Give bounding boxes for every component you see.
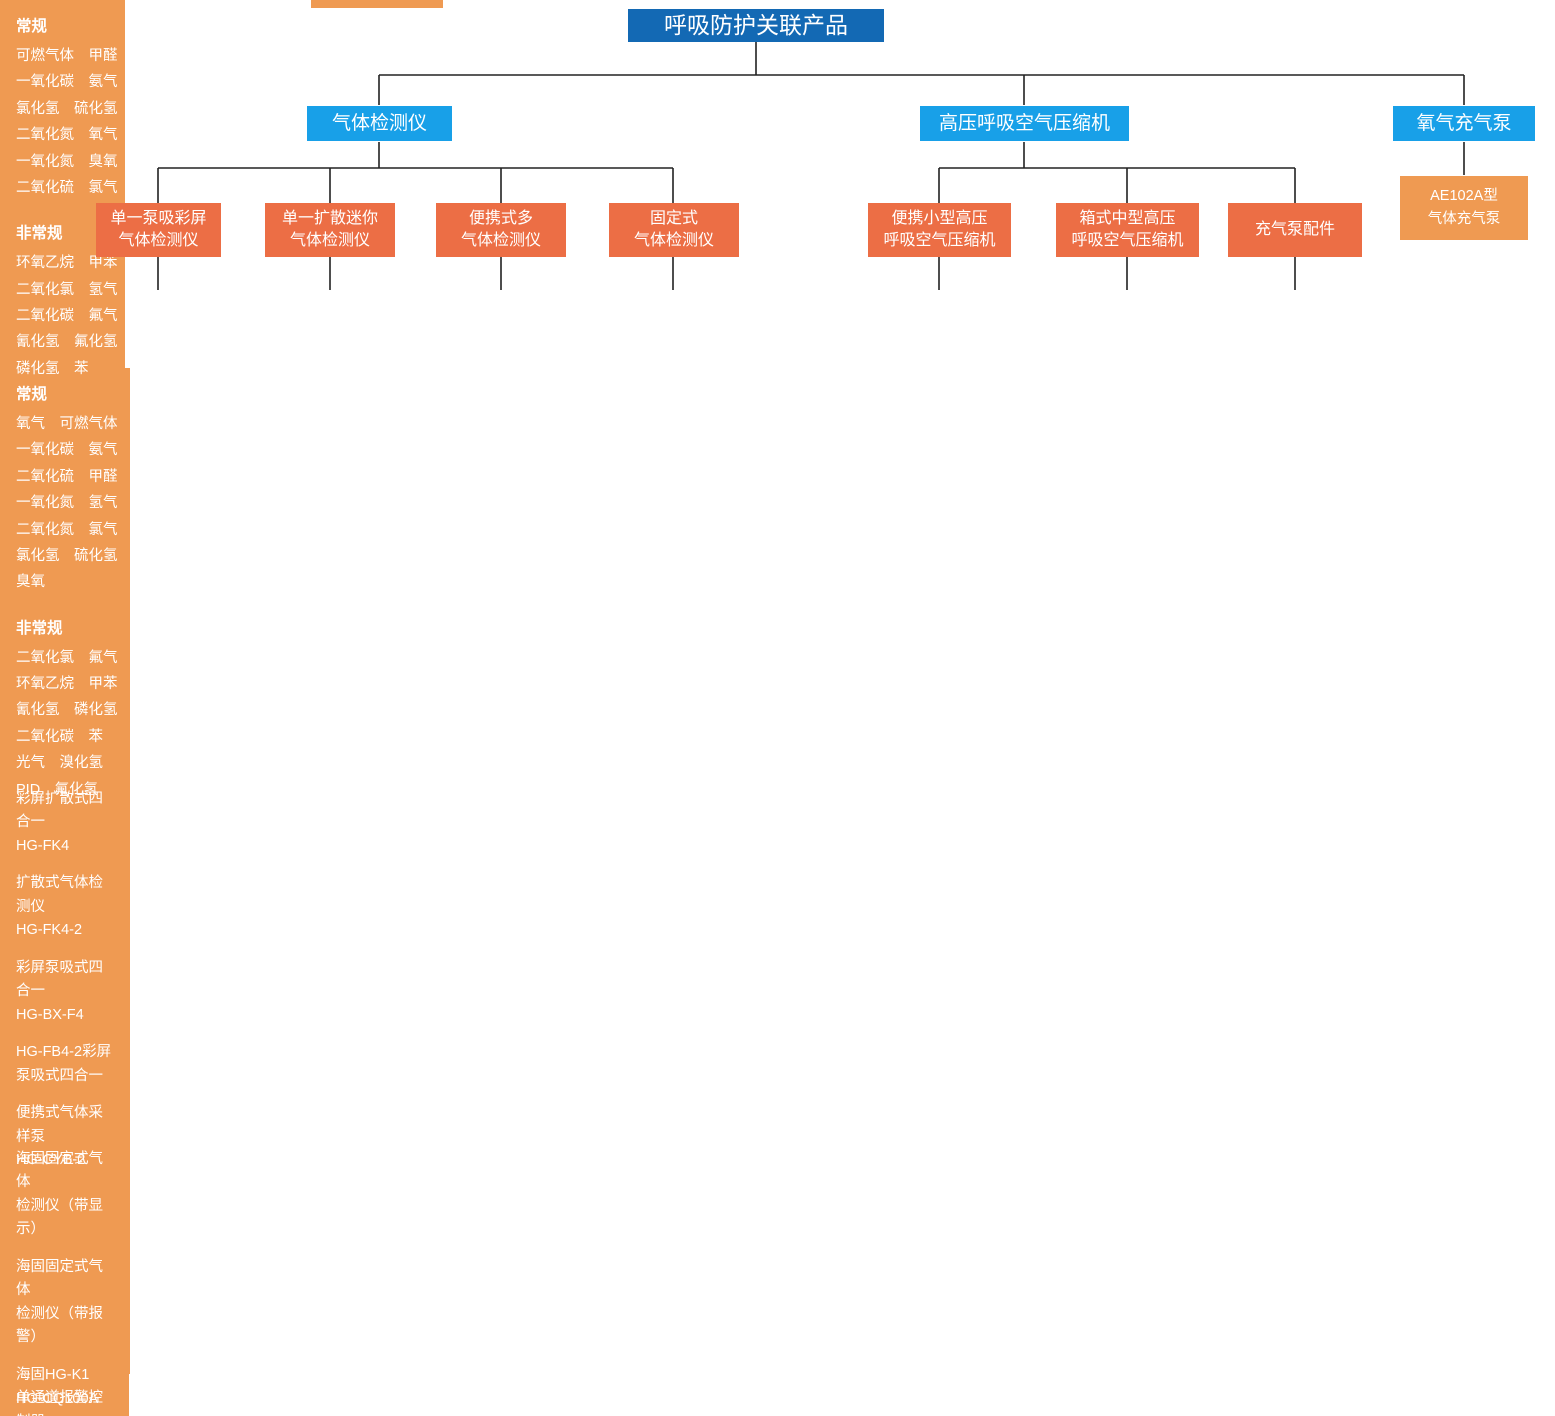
group-header: 非常规 — [16, 225, 63, 243]
spacer — [16, 600, 114, 616]
leaf-line: 彩屏泵吸式四合一 — [16, 959, 103, 1000]
category-label-pump-accessories: 充气泵配件 — [1254, 221, 1335, 239]
group-row: 二氧化氮 氧气 — [16, 127, 118, 144]
connector-lines — [157, 42, 1465, 290]
leaf-line: AE102A型 — [1430, 187, 1498, 204]
group-row: 二氧化氯 氟气 — [16, 649, 118, 666]
group-row: 一氧化碳 氨气 — [16, 442, 118, 459]
category-label-single-diffusion-mini: 单一扩散迷你 气体检测仪 — [281, 210, 378, 249]
category-node-single-pump-color-screen[interactable]: 单一泵吸彩屏 气体检测仪 — [96, 203, 221, 257]
leaf-block: 彩屏泵吸式四合一 HG-BX-F4 — [16, 957, 114, 1027]
category-node-box-medium-compressor[interactable]: 箱式中型高压 呼吸空气压缩机 — [1056, 203, 1199, 257]
group-row: 环氧乙烷 甲苯 — [16, 676, 118, 692]
branch-label-gas-detector: 气体检测仪 — [331, 112, 427, 134]
root-node-label: 呼吸防护关联产品 — [664, 11, 848, 38]
leaf-group-irregular: 非常规 二氧化氯 氟气 环氧乙烷 甲苯 氰化氢 磷化氢 二氧化碳 苯 光气 溴化… — [16, 616, 118, 803]
group-header: 非常规 — [16, 619, 63, 637]
group-row: 二氧化碳 苯 — [16, 728, 103, 745]
group-row: 氧气 可燃气体 — [16, 416, 118, 432]
group-row: 一氧化氮 臭氧 — [16, 153, 118, 170]
leaf-block: 彩屏扩散式四合一 HG-FK4 — [16, 788, 114, 858]
leaf-block: 海固固定式气体 检测仪（带显示） — [16, 1148, 114, 1242]
group-row: 二氧化硫 氯气 — [16, 179, 118, 196]
leaf-line: HG-CQ100B — [16, 1411, 113, 1416]
leaf-line: HG-FB4-2彩屏 — [16, 1044, 112, 1061]
category-label-portable-small-compressor: 便携小型高压 呼吸空气压缩机 — [883, 210, 996, 249]
group-header: 常规 — [16, 386, 48, 403]
branch-label-air-compressor: 高压呼吸空气压缩机 — [938, 112, 1110, 134]
group-row: 氰化氢 磷化氢 — [16, 702, 118, 719]
leaf-single-diffusion-mini[interactable]: 常规 氧气 可燃气体 一氧化碳 氨气 二氧化硫 甲醛 一氧化氮 氢气 二氧化氮 … — [0, 368, 130, 798]
branch-node-air-compressor[interactable]: 高压呼吸空气压缩机 — [920, 106, 1129, 141]
leaf-group-regular: 常规 氧气 可燃气体 一氧化碳 氨气 二氧化硫 甲醛 一氧化氮 氢气 二氧化氮 … — [16, 382, 118, 596]
branch-node-gas-detector[interactable]: 气体检测仪 — [307, 106, 452, 141]
category-node-single-diffusion-mini[interactable]: 单一扩散迷你 气体检测仪 — [265, 203, 395, 257]
leaf-group-regular: 常规 可燃气体 甲醛 一氧化碳 氨气 氯化氢 硫化氢 二氧化氮 氧气 一氧化氮 … — [16, 14, 118, 201]
leaf-line: 彩屏扩散式四合一 — [16, 791, 103, 831]
leaf-single-pump-color-screen[interactable]: 常规 可燃气体 甲醛 一氧化碳 氨气 氯化氢 硫化氢 二氧化氮 氧气 一氧化氮 … — [0, 0, 125, 377]
group-row: 光气 溴化氢 — [16, 755, 103, 772]
category-node-portable-small-compressor[interactable]: 便携小型高压 呼吸空气压缩机 — [868, 203, 1011, 257]
leaf-block: 海固固定式气体 检测仪（带报警） — [16, 1256, 114, 1350]
leaf-line: 扩散式气体检测仪 — [16, 875, 103, 915]
group-row: 二氧化氮 氯气 — [16, 521, 118, 538]
leaf-group-irregular: 非常规 环氧乙烷 甲苯 二氧化氯 氢气 二氧化碳 氟气 氰化氢 氟化氢 磷化氢 … — [16, 221, 118, 382]
leaf-line: 检测仪（带报警） — [16, 1305, 103, 1346]
group-row: 二氧化碳 氟气 — [16, 308, 118, 324]
category-label-box-medium-compressor: 箱式中型高压 呼吸空气压缩机 — [1071, 210, 1184, 249]
category-label-fixed-gas-detector: 固定式 气体检测仪 — [633, 210, 714, 249]
group-row: 一氧化碳 氨气 — [16, 74, 118, 91]
leaf-line: 泵吸式四合一 — [16, 1067, 103, 1084]
group-row: 氰化氢 氟化氢 — [16, 334, 118, 351]
leaf-line: HG-FK4 — [16, 837, 70, 854]
root-node[interactable]: 呼吸防护关联产品 — [628, 9, 884, 42]
leaf-block: HG-FB4-2彩屏 泵吸式四合一 — [16, 1041, 114, 1088]
leaf-line: 检测仪（带显示） — [16, 1197, 103, 1238]
category-label-single-pump-color-screen: 单一泵吸彩屏 气体检测仪 — [110, 210, 207, 249]
group-row: 氯化氢 硫化氢 — [16, 547, 118, 564]
group-header: 常规 — [16, 18, 48, 35]
cropped-orange-box — [311, 0, 443, 8]
group-row: 环氧乙烷 甲苯 — [16, 255, 118, 272]
group-row: 二氧化氯 氢气 — [16, 281, 118, 298]
category-node-fixed-gas-detector[interactable]: 固定式 气体检测仪 — [609, 203, 739, 257]
leaf-fixed-gas-detector[interactable]: 海固固定式气体 检测仪（带显示） 海固固定式气体 检测仪（带报警） 海固HG-K… — [0, 1134, 130, 1416]
leaf-portable-multi-gas[interactable]: 彩屏扩散式四合一 HG-FK4 扩散式气体检测仪 HG-FK4-2 彩屏泵吸式四… — [0, 774, 130, 1168]
leaf-block: 扩散式气体检测仪 HG-FK4-2 — [16, 872, 114, 942]
leaf-line: HG-FK4-2 — [16, 922, 83, 939]
leaf-oxygen-pump-model[interactable]: AE102A型 气体充气泵 — [1400, 176, 1528, 240]
group-row: 可燃气体 甲醛 — [16, 48, 118, 64]
group-row: 臭氧 — [16, 574, 45, 591]
branch-label-oxygen-pump: 氧气充气泵 — [1416, 112, 1512, 134]
group-row: 二氧化硫 甲醛 — [16, 468, 118, 485]
category-node-portable-multi-gas[interactable]: 便携式多 气体检测仪 — [436, 203, 566, 257]
group-row: 磷化氢 苯 — [16, 360, 89, 377]
group-row: 一氧化氮 氢气 — [16, 495, 118, 512]
category-label-portable-multi-gas: 便携式多 气体检测仪 — [460, 210, 541, 249]
group-row: 氯化氢 硫化氢 — [16, 100, 118, 117]
leaf-line: HG-BX-F4 — [16, 1006, 84, 1023]
category-node-pump-accessories[interactable]: 充气泵配件 — [1228, 203, 1362, 257]
leaf-line: 气体充气泵 — [1427, 211, 1501, 227]
branch-node-oxygen-pump[interactable]: 氧气充气泵 — [1393, 106, 1535, 141]
leaf-line: 海固固定式气体 — [16, 1258, 103, 1299]
